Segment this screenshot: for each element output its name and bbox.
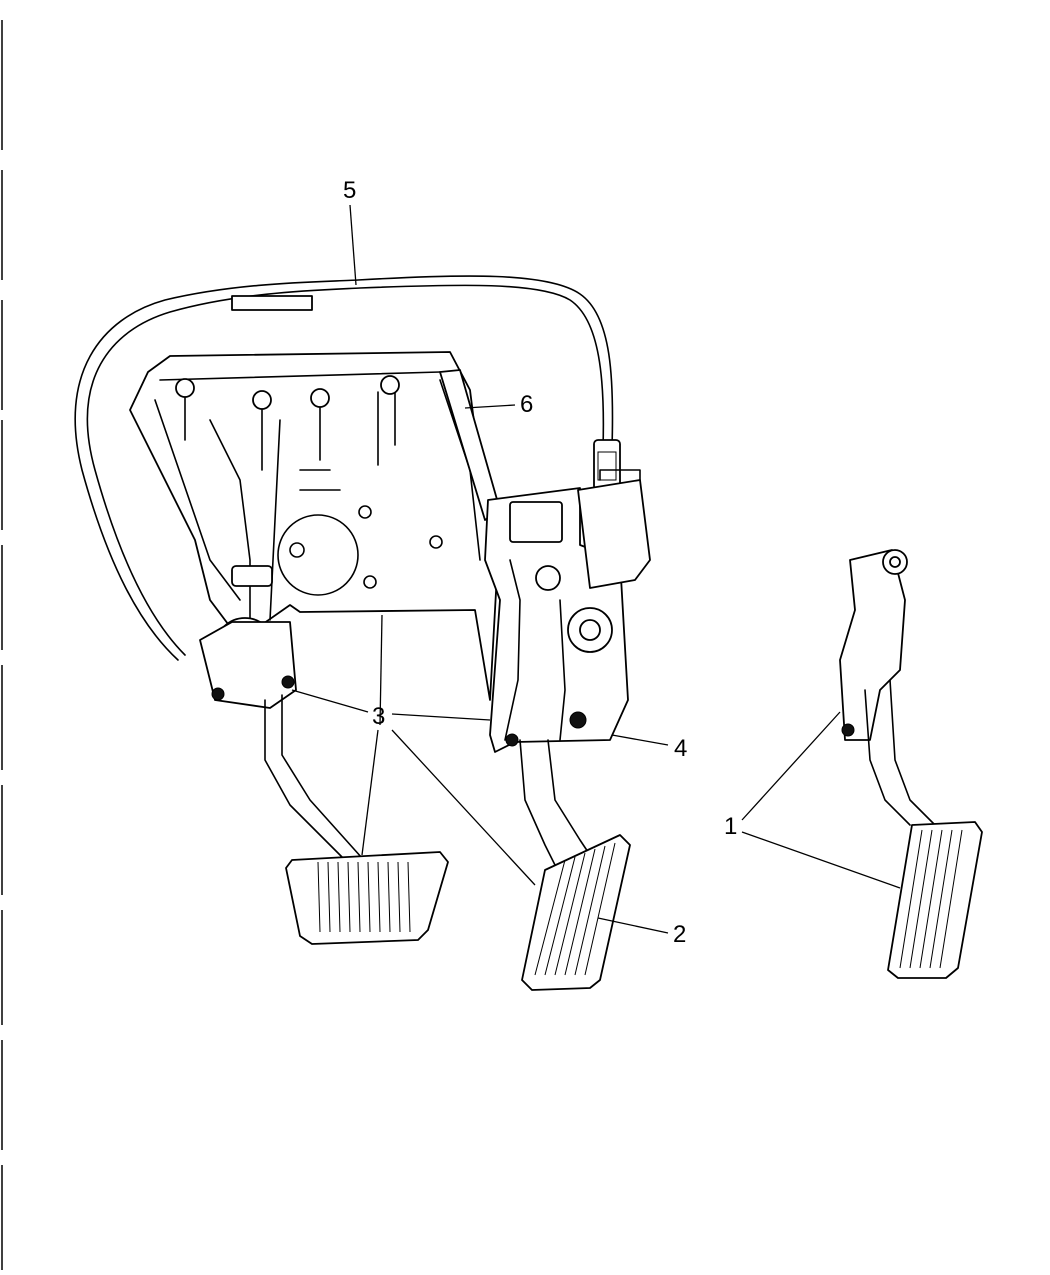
pedal-support-bracket: [129, 351, 501, 701]
callout-5: 5: [343, 177, 356, 204]
callout-2: 2: [673, 921, 686, 948]
brake-pad-ribs: [317, 861, 411, 933]
adjuster-cable: [74, 275, 621, 661]
callout-labels: 1 2 3 4 5 6: [343, 177, 737, 948]
accelerator-pedal-fixed: [839, 549, 983, 979]
callout-4: 4: [674, 735, 687, 762]
brake-pedal: [199, 617, 449, 945]
accelerator-pad-ribs-right: [899, 829, 963, 969]
accelerator-pad-ribs: [534, 842, 616, 976]
accelerator-pedal-adjustable: [519, 739, 631, 991]
leader-lines: [291, 204, 901, 934]
callout-6: 6: [520, 391, 533, 418]
callout-1: 1: [724, 813, 737, 840]
callout-3: 3: [372, 703, 385, 730]
electronic-adjustable-pedal-module: [484, 469, 651, 753]
